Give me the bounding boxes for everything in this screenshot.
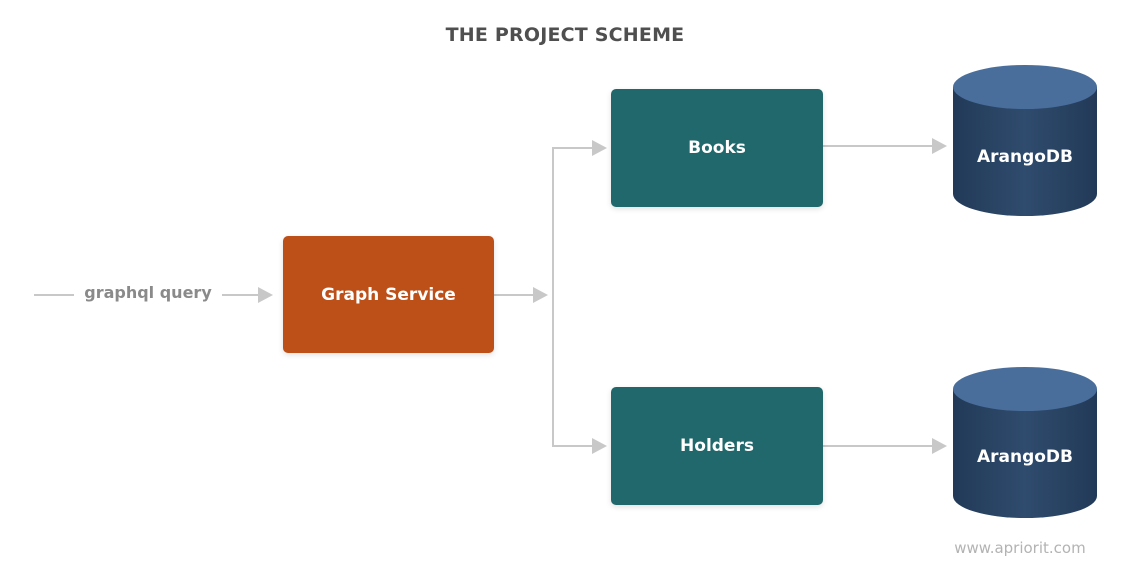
- diagram-title: THE PROJECT SCHEME: [445, 24, 685, 46]
- input-arrowhead: [258, 287, 273, 303]
- input-label: graphql query: [84, 283, 212, 302]
- db1-body: [953, 87, 1097, 216]
- db1-top: [953, 65, 1097, 109]
- graph-service-label: Graph Service: [321, 284, 456, 305]
- graph-out-arrowhead: [533, 287, 548, 303]
- db2-top: [953, 367, 1097, 411]
- books-label: Books: [688, 138, 746, 158]
- holders-db-arrowhead: [932, 438, 947, 454]
- database-cylinder-1: [953, 65, 1097, 216]
- holders-arrowhead: [592, 438, 607, 454]
- database-label-2: ArangoDB: [976, 447, 1074, 467]
- database-label-1: ArangoDB: [976, 147, 1074, 167]
- footer-url: www.apriorit.com: [954, 539, 1086, 557]
- holders-node: Holders: [611, 387, 823, 505]
- database-cylinder-2: [953, 367, 1097, 518]
- graph-service-node: Graph Service: [283, 236, 494, 353]
- books-db-arrowhead: [932, 138, 947, 154]
- holders-label: Holders: [680, 436, 754, 456]
- books-arrowhead: [592, 140, 607, 156]
- books-node: Books: [611, 89, 823, 207]
- db2-body: [953, 389, 1097, 518]
